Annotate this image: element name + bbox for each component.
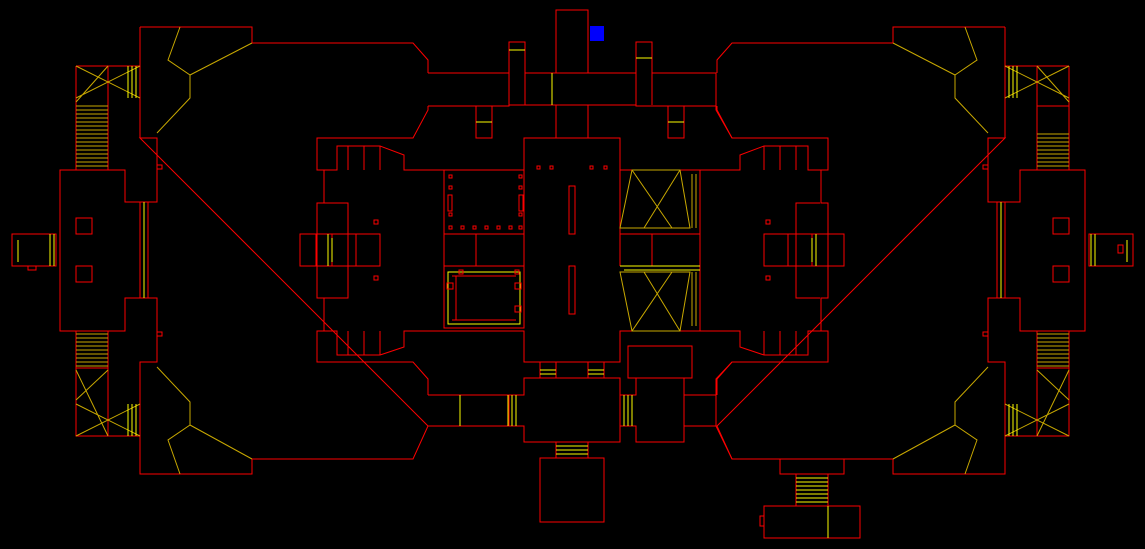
left-arena-wall [59,26,429,475]
pillar-grid [448,165,608,230]
central-hall-wall [317,137,828,363]
left-teleporter-pad [11,233,57,271]
central-complex [299,9,892,539]
left-wing [11,26,429,475]
player-marker-icon [590,26,604,41]
